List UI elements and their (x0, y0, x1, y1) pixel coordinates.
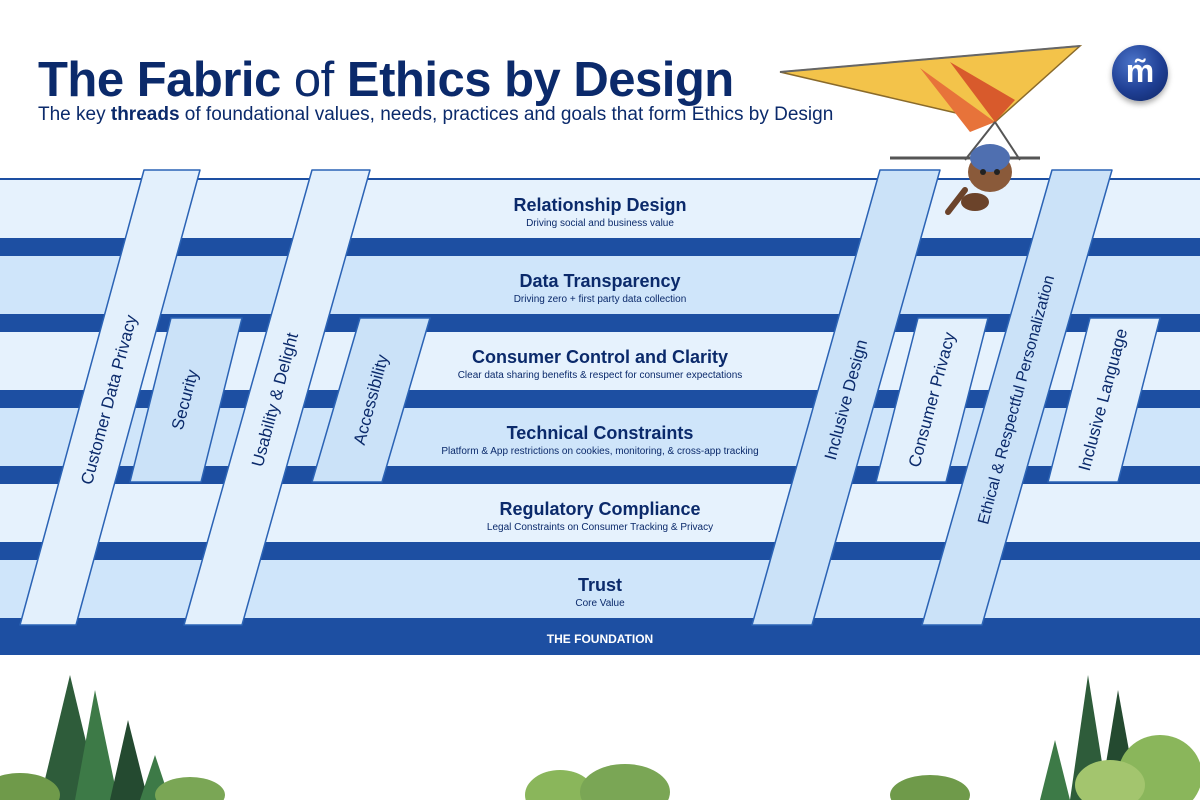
vertical-ribbon-inclusive-design: Inclusive Design (751, 169, 941, 626)
title-part-1: The Fabric (38, 53, 281, 107)
vertical-ribbon-consumer-privacy: Consumer Privacy (875, 317, 989, 483)
horizontal-band-data-transparency: Data Transparency Driving zero + first p… (0, 256, 1200, 314)
band-subtitle: Driving zero + first party data collecti… (514, 294, 687, 305)
brand-logo: m̃ (1112, 45, 1168, 101)
band-subtitle: Core Value (575, 598, 625, 609)
title-part-2: of (293, 53, 334, 107)
band-title: Regulatory Compliance (499, 499, 700, 519)
foundation-bar: THE FOUNDATION (0, 623, 1200, 655)
band-subtitle: Clear data sharing benefits & respect fo… (458, 370, 743, 381)
subtitle-part-1: The key (38, 104, 106, 125)
page-title: The Fabric of Ethics by Design (38, 52, 734, 108)
title-part-3: Ethics by Design (346, 53, 734, 107)
horizontal-band-trust: Trust Core Value (0, 560, 1200, 618)
subtitle-part-2: of foundational values, needs, practices… (184, 104, 834, 125)
band-title: Consumer Control and Clarity (472, 347, 728, 367)
band-title: Data Transparency (519, 271, 680, 291)
vertical-ribbon-inclusive-language: Inclusive Language (1047, 317, 1161, 483)
foundation-label: THE FOUNDATION (547, 632, 653, 646)
band-title: Technical Constraints (507, 423, 694, 443)
band-title: Relationship Design (513, 195, 686, 215)
band-title: Trust (578, 575, 622, 595)
vertical-ribbon-accessibility: Accessibility (311, 317, 431, 483)
band-subtitle: Legal Constraints on Consumer Tracking &… (487, 522, 713, 533)
band-subtitle: Platform & App restrictions on cookies, … (441, 446, 758, 457)
band-subtitle: Driving social and business value (526, 218, 674, 229)
scenery-trees-illustration (0, 675, 1200, 800)
vertical-ribbon-security: Security (129, 317, 243, 483)
subtitle-bold: threads (110, 104, 180, 125)
hang-glider-mascot-illustration (779, 45, 1083, 215)
page-subtitle: The key threads of foundational values, … (38, 104, 833, 126)
